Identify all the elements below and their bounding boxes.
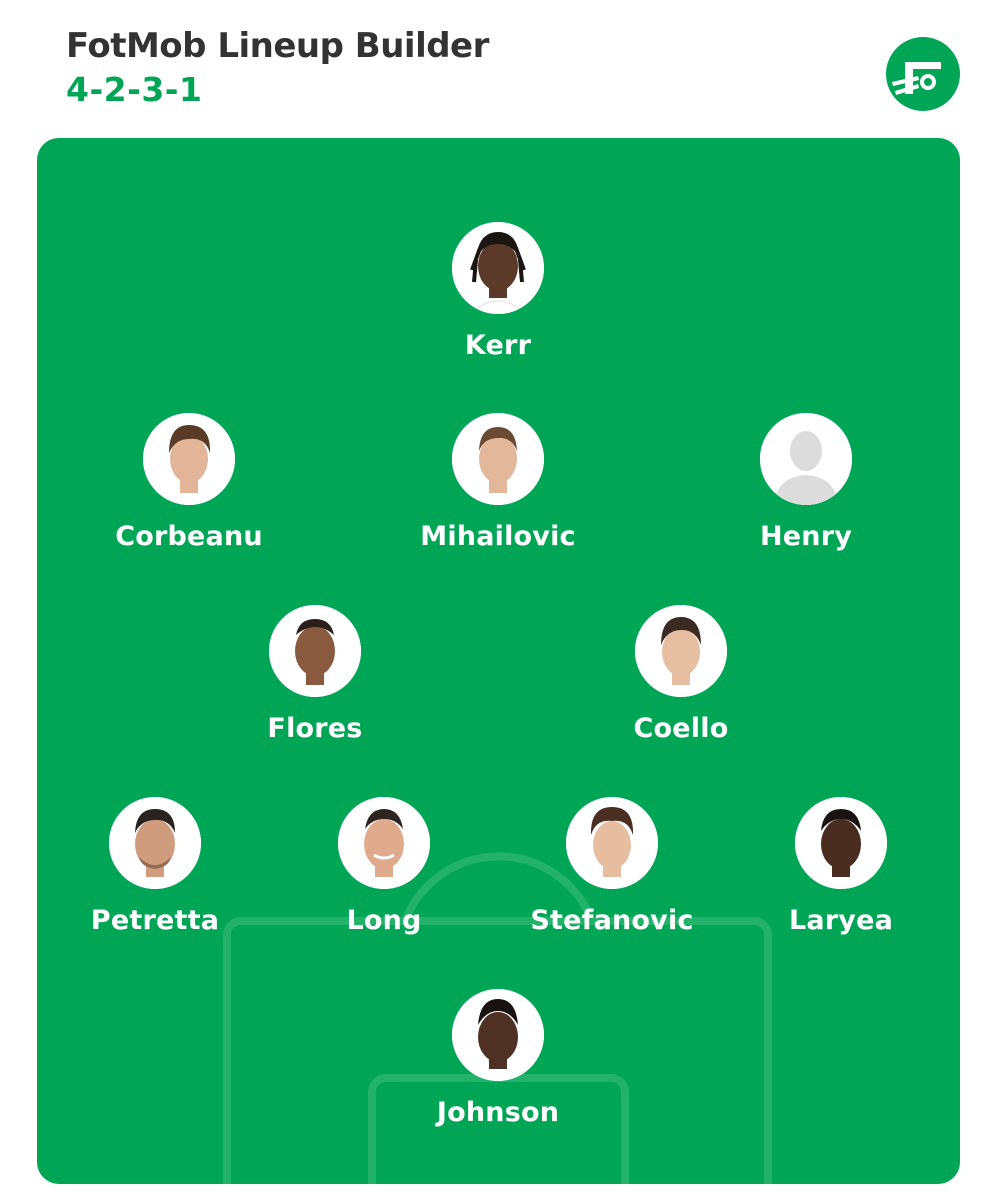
player-name: Stefanovic	[530, 905, 694, 936]
player-card-henry[interactable]: Henry	[696, 413, 916, 552]
player-photo	[795, 797, 887, 889]
fotmob-logo-icon	[885, 36, 961, 112]
player-card-long[interactable]: Long	[274, 797, 494, 936]
player-photo	[452, 222, 544, 314]
player-card-flores[interactable]: Flores	[205, 605, 425, 744]
player-name: Long	[346, 905, 422, 936]
player-name: Johnson	[436, 1097, 560, 1128]
player-name: Petretta	[90, 905, 220, 936]
player-name: Kerr	[464, 330, 532, 361]
player-photo	[338, 797, 430, 889]
pitch: Kerr Corbeanu Mihailovic	[37, 138, 960, 1184]
player-photo	[143, 413, 235, 505]
player-photo	[269, 605, 361, 697]
player-card-stefanovic[interactable]: Stefanovic	[502, 797, 722, 936]
player-photo	[566, 797, 658, 889]
player-photo	[452, 989, 544, 1081]
player-card-corbeanu[interactable]: Corbeanu	[79, 413, 299, 552]
player-card-coello[interactable]: Coello	[571, 605, 791, 744]
player-card-johnson[interactable]: Johnson	[388, 989, 608, 1128]
player-card-mihailovic[interactable]: Mihailovic	[388, 413, 608, 552]
player-name: Mihailovic	[420, 521, 576, 552]
page-title: FotMob Lineup Builder	[66, 26, 489, 66]
player-placeholder-avatar	[760, 413, 852, 505]
player-card-petretta[interactable]: Petretta	[45, 797, 265, 936]
player-photo	[109, 797, 201, 889]
player-photo	[452, 413, 544, 505]
player-name: Laryea	[788, 905, 894, 936]
player-card-laryea[interactable]: Laryea	[731, 797, 951, 936]
player-photo	[635, 605, 727, 697]
player-name: Henry	[759, 521, 853, 552]
player-card-kerr[interactable]: Kerr	[388, 222, 608, 361]
player-name: Coello	[633, 713, 729, 744]
player-name: Corbeanu	[115, 521, 263, 552]
player-name: Flores	[267, 713, 363, 744]
formation-label: 4-2-3-1	[66, 70, 203, 109]
